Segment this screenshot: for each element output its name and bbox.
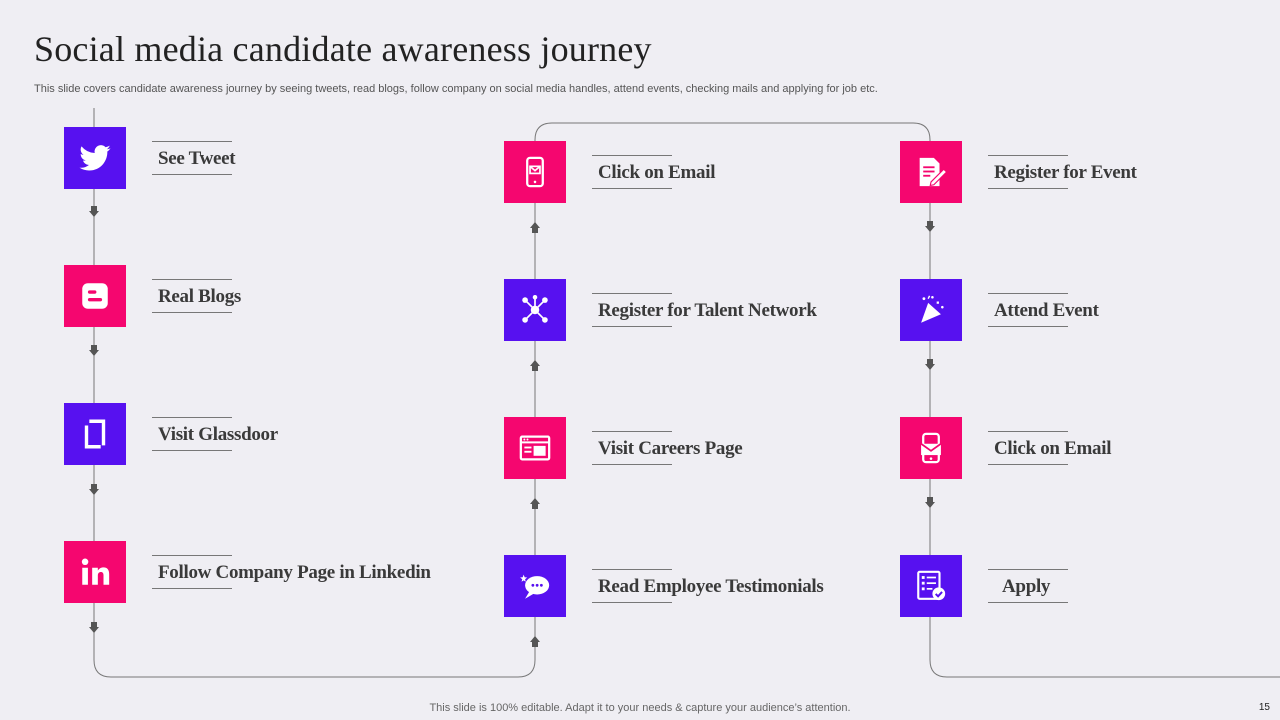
form-edit-icon xyxy=(919,157,948,187)
connector-path xyxy=(93,108,1280,678)
flow-arrow-up xyxy=(530,498,540,509)
flow-arrow-down xyxy=(89,345,99,356)
page-title: Social media candidate awareness journey xyxy=(34,29,652,69)
step-careers-page-tile xyxy=(504,417,566,479)
flow-arrow-up xyxy=(530,360,540,371)
flow-arrow-down xyxy=(89,484,99,495)
page-subtitle: This slide covers candidate awareness jo… xyxy=(34,83,878,95)
party-popper-icon xyxy=(921,295,944,323)
flow-arrow-up xyxy=(530,636,540,647)
glassdoor-icon xyxy=(84,419,106,449)
step-talent-network-label: Register for Talent Network xyxy=(592,293,817,327)
step-click-email-2-label: Click on Email xyxy=(988,431,1112,465)
step-click-email-label: Click on Email xyxy=(592,155,716,189)
step-apply-label: Apply xyxy=(988,569,1068,603)
flow-arrow-down xyxy=(89,206,99,217)
step-see-tweet-label: See Tweet xyxy=(152,141,236,175)
linkedin-icon xyxy=(81,558,110,585)
web-page-icon xyxy=(519,435,551,461)
step-click-email-tile xyxy=(504,141,566,203)
flow-arrow-down xyxy=(89,622,99,633)
chat-bubble-icon xyxy=(520,574,550,599)
flow-arrow-down xyxy=(925,359,935,370)
step-attend-event-label: Attend Event xyxy=(988,293,1099,327)
step-visit-glassdoor-tile xyxy=(64,403,126,465)
mobile-email-icon xyxy=(920,432,942,464)
blogger-icon xyxy=(82,283,108,309)
step-register-event-label: Register for Event xyxy=(988,155,1137,189)
checklist-icon xyxy=(917,570,946,601)
footer-note: This slide is 100% editable. Adapt it to… xyxy=(429,702,851,714)
step-careers-page-label: Visit Careers Page xyxy=(592,431,743,465)
step-apply-tile xyxy=(900,555,962,617)
flow-arrow-up xyxy=(530,222,540,233)
flow-arrow-down xyxy=(925,497,935,508)
step-click-email-2-tile xyxy=(900,417,962,479)
flow-arrow-down xyxy=(925,221,935,232)
mobile-email-icon xyxy=(526,156,544,188)
step-follow-linkedin-tile xyxy=(64,541,126,603)
page-number: 15 xyxy=(1258,702,1270,713)
step-see-tweet-tile xyxy=(64,127,126,189)
step-attend-event-tile xyxy=(900,279,962,341)
step-register-event-tile xyxy=(900,141,962,203)
step-real-blogs-label: Real Blogs xyxy=(152,279,241,313)
network-icon xyxy=(522,294,548,323)
step-testimonials-tile xyxy=(504,555,566,617)
step-testimonials-label: Read Employee Testimonials xyxy=(592,569,824,603)
twitter-icon xyxy=(79,145,111,171)
step-follow-linkedin-label: Follow Company Page in Linkedin xyxy=(152,555,431,589)
step-visit-glassdoor-label: Visit Glassdoor xyxy=(152,417,278,451)
step-talent-network-tile xyxy=(504,279,566,341)
step-real-blogs-tile xyxy=(64,265,126,327)
